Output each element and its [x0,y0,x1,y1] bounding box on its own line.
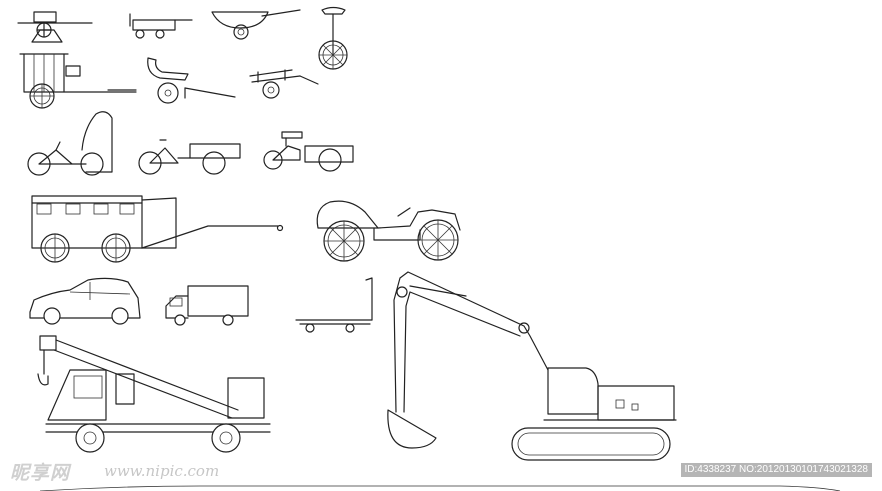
watermark-id-badge: ID:4338237 NO:20120130101743021328 [680,463,872,477]
wheelbarrow-drawing [211,9,301,40]
flat-cart-drawing [129,13,193,39]
sedan-chair-carriage-drawing [19,29,137,109]
crawler-excavator-drawing [387,271,677,461]
hand-trolley-drawing [295,277,373,333]
motor-tricycle-drawing [263,131,354,172]
hand-cart-drawing [147,57,236,104]
vintage-car-drawing [316,200,461,262]
pedicab-drawing [27,111,113,176]
truck-crane-drawing [37,335,271,453]
watermark-logo: 昵享网 [10,462,71,484]
box-truck-drawing [165,285,249,326]
watermark-url: www.nipic.com [104,462,220,480]
cargo-tricycle-drawing [138,139,241,175]
horse-carriage-drawing [31,195,284,263]
pull-cart-drawing [249,69,319,99]
unicycle-drawing [318,6,348,70]
rickshaw-cart-drawing [17,11,93,38]
frame-bottom-edge [39,485,841,491]
hatchback-car-drawing [29,277,141,325]
